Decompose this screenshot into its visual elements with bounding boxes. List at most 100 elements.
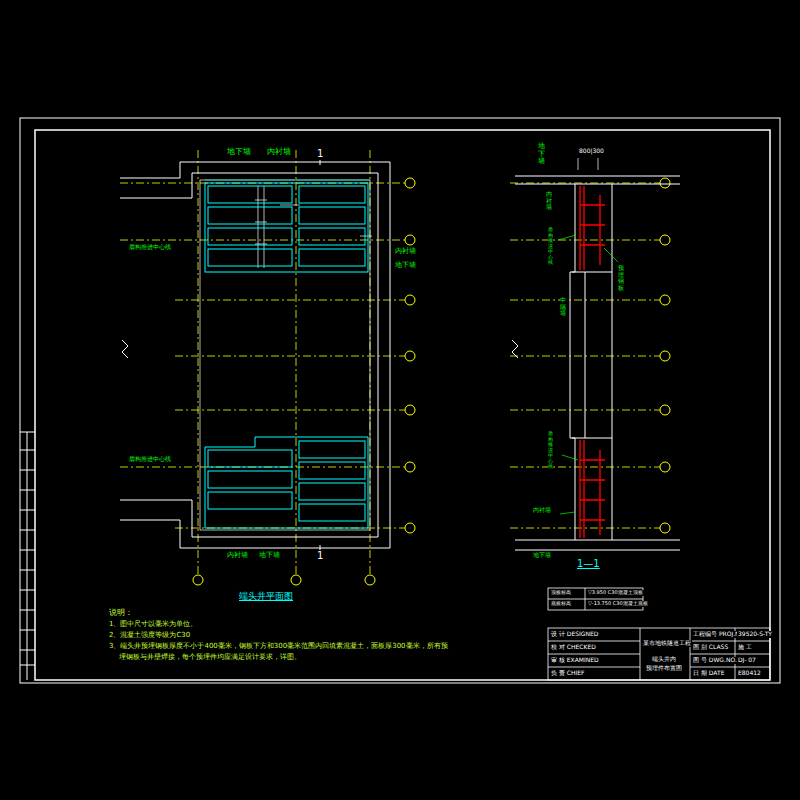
steel-plate: [299, 462, 365, 479]
title-cell: 图 别 CLASS: [692, 644, 729, 651]
title-cell: 日 期 DATE: [692, 670, 725, 677]
steel-plate: [299, 228, 365, 245]
section-walls: [512, 158, 680, 550]
steel-plate: [299, 186, 365, 203]
axis-bubble: [660, 178, 670, 188]
axis-bubble: [365, 575, 375, 585]
lower-embed: [580, 440, 605, 538]
bottom-slab: [515, 540, 680, 550]
panel-group: [205, 183, 368, 272]
inner-border: [35, 130, 770, 680]
axis-bubble: [405, 462, 415, 472]
steel-plate: [208, 492, 292, 509]
title-cell: DJ- 07: [737, 657, 757, 664]
leaders: [558, 235, 618, 514]
break-mark: [122, 340, 128, 358]
axis-bubble: [193, 575, 203, 585]
axis-label: 盾构推进中心线: [128, 456, 172, 463]
axis-lines: [120, 150, 660, 575]
section-axes: [510, 183, 660, 528]
axis-label: 盾构推进中心线: [548, 226, 553, 267]
drawing-name: 预埋件布置图: [645, 665, 683, 672]
part-label: 预埋钢板: [618, 264, 624, 292]
wall-label: 中隔墙: [560, 296, 566, 318]
drawing-name: 端头井内: [651, 656, 677, 663]
plan-axes-v: [198, 150, 370, 575]
notes-heading: 说明：: [108, 609, 134, 618]
title-cell: 审 核 EXAMINED: [550, 657, 600, 664]
wall-label: 内衬墙: [546, 190, 552, 212]
shaft-inner: [200, 180, 370, 530]
axis-bubble: [660, 295, 670, 305]
wall-label: 地下墙: [258, 552, 281, 560]
note-line: 埋钢板与井壁焊接，每个预埋件均应满足设计要求，详图。: [118, 654, 302, 662]
wall-label: 地下墙: [532, 552, 552, 559]
steel-plate: [208, 249, 292, 266]
title-cell: 39520-S-TY: [737, 631, 773, 638]
wall-label: 地下墙: [394, 262, 417, 270]
lining-wall: [120, 173, 378, 537]
steel-plate: [208, 450, 292, 467]
table-cell: ▽-13.750 C30混凝土底板: [587, 601, 649, 607]
axis-bubble: [405, 405, 415, 415]
dimension-ticks: [255, 186, 372, 268]
section-mark: 1: [316, 550, 324, 561]
steel-plate: [208, 228, 292, 245]
level-table: [548, 588, 643, 610]
table-cell: 顶板标高: [550, 590, 572, 596]
section-step: [572, 272, 612, 438]
section-wall-right: [612, 184, 613, 540]
panel-group: [205, 437, 368, 528]
axis-label: 盾构推进中心线: [548, 430, 553, 471]
axis-bubble: [660, 462, 670, 472]
outer-border: [20, 118, 780, 683]
title-cell: E80412: [737, 670, 762, 677]
level-table-grid: [548, 588, 643, 610]
axis-bubble: [660, 523, 670, 533]
signature-column: [20, 432, 35, 680]
axis-bubble: [660, 235, 670, 245]
spacer: [208, 507, 292, 524]
axis-bubble: [660, 351, 670, 361]
plan-panels: [205, 180, 370, 528]
steel-plate: [299, 504, 365, 521]
wall-label: 内衬墙: [394, 248, 417, 256]
upper-embed: [580, 186, 605, 270]
steel-plate: [208, 471, 292, 488]
wall-label: 地下墙: [538, 142, 545, 167]
plan-walls: [120, 160, 390, 552]
wall-label: 地下墙: [226, 148, 252, 157]
axis-bubble: [405, 523, 415, 533]
title-cell: 设 计 DESIGNED: [550, 631, 599, 638]
steel-plate: [208, 207, 292, 224]
note-line: 3、端头井预埋钢板厚度不小于400毫米，钢板下方和300毫米范围内回填素混凝土，…: [108, 643, 449, 651]
dimension: 800|300: [578, 148, 605, 155]
top-slab: [515, 176, 680, 184]
view-title: 1—1: [576, 558, 601, 569]
title-cell: 图 号 DWG.NO.: [692, 657, 738, 664]
steel-plate: [299, 207, 365, 224]
axis-bubble: [405, 351, 415, 361]
section-mark: 1: [316, 148, 324, 159]
section-wall-mid: [585, 272, 586, 438]
axis-bubbles: [193, 178, 670, 585]
title-cell: 校 对 CHECKED: [550, 644, 597, 651]
note-line: 1、图中尺寸以毫米为单位。: [108, 621, 198, 629]
section-wall-left: [570, 184, 575, 540]
title-cell: 负 责 CHIEF: [550, 670, 586, 677]
plan-axes-h: [120, 183, 405, 528]
wall-label: 内衬墙: [532, 507, 552, 514]
wall-label: 内衬墙: [226, 552, 249, 560]
title-cell: 施 工: [737, 644, 753, 651]
axis-bubble: [405, 178, 415, 188]
axis-bubble: [405, 295, 415, 305]
frame: [20, 118, 780, 683]
section-mark: [320, 160, 321, 552]
project-name: 某市地铁隧道工程: [642, 640, 692, 647]
table-cell: 底板标高: [550, 601, 572, 607]
axis-label: 盾构推进中心线: [128, 244, 172, 251]
diaphragm-wall: [120, 162, 390, 548]
plate-edge: [205, 180, 370, 181]
steel-plate: [208, 186, 292, 203]
